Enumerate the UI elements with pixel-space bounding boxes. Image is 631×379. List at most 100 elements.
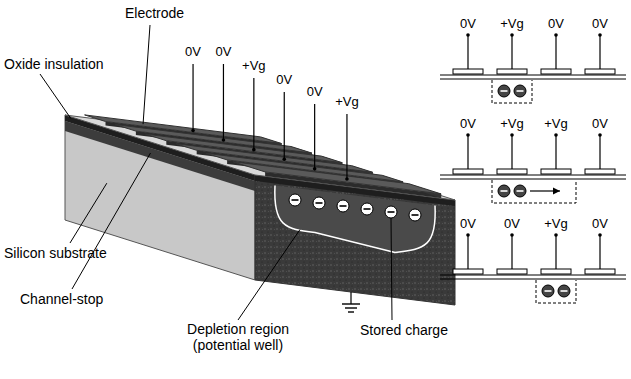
oxide-line (440, 179, 626, 180)
electrode-lead (555, 135, 556, 169)
voltage-label: 0V (215, 45, 231, 60)
voltage-label: +Vg (500, 117, 524, 132)
ground-symbol (348, 311, 354, 312)
electrode-section (497, 69, 527, 74)
lead-contact (598, 133, 602, 137)
part-label: Depletion region (potential well) (174, 321, 302, 353)
voltage-label: 0V (592, 217, 608, 232)
voltage-label: +Vg (544, 117, 568, 132)
oxide-line (440, 279, 626, 280)
voltage-label: 0V (460, 117, 476, 132)
electrode-section (453, 269, 483, 274)
voltage-label: +Vg (500, 17, 524, 32)
electron-minus (501, 90, 508, 92)
electrode-lead (599, 35, 600, 69)
ground-wire (350, 292, 351, 304)
electrode-lead (192, 64, 193, 130)
oxide-top-face (65, 115, 455, 200)
substrate-surface (440, 74, 626, 75)
part-label: Stored charge (360, 322, 448, 338)
electrode-section (497, 269, 527, 274)
electron (313, 197, 325, 209)
voltage-label: +Vg (335, 95, 359, 110)
lead-contact (313, 167, 317, 171)
electron-minus (412, 214, 419, 216)
potential-well (536, 280, 576, 303)
electron (498, 85, 510, 97)
electrode-lead (599, 135, 600, 169)
voltage-label: 0V (460, 17, 476, 32)
electron-minus (561, 290, 568, 292)
electrode-lead (511, 35, 512, 69)
lead-contact (554, 233, 558, 237)
lead-contact (222, 138, 226, 142)
electrode-section (453, 169, 483, 174)
electrode-lead (346, 114, 347, 179)
electrode-lead (314, 104, 315, 169)
lead-contact (345, 177, 349, 181)
electron (514, 85, 526, 97)
voltage-label: 0V (460, 217, 476, 232)
electron (385, 206, 397, 218)
transfer-arrow (530, 190, 560, 191)
part-label: Channel-stop (20, 291, 103, 307)
electrode-strip (233, 162, 441, 194)
voltage-label: +Vg (242, 59, 266, 74)
electron-minus (292, 199, 299, 201)
lead-contact (598, 33, 602, 37)
electrode-section (541, 169, 571, 174)
electrode-section (585, 69, 615, 74)
depletion-region (275, 186, 435, 253)
voltage-label: 0V (548, 17, 564, 32)
potential-well (492, 180, 576, 203)
voltage-label: 0V (504, 217, 520, 232)
electron (558, 285, 570, 297)
electrode-lead (599, 235, 600, 269)
electron-minus (364, 208, 371, 210)
lead-contact (191, 129, 195, 133)
electrode-section (497, 169, 527, 174)
electrode-section (453, 69, 483, 74)
electron-minus (340, 205, 347, 207)
voltage-label: +Vg (544, 217, 568, 232)
leader-line (143, 25, 150, 124)
electron (289, 194, 301, 206)
lead-contact (282, 157, 286, 161)
part-label: Electrode (125, 5, 184, 21)
electrode-section (585, 169, 615, 174)
lead-contact (466, 233, 470, 237)
electrode-section (585, 269, 615, 274)
voltage-label: 0V (592, 117, 608, 132)
electron-minus (388, 211, 395, 213)
electrode-lead (467, 235, 468, 269)
oxide-line (440, 79, 626, 80)
substrate-surface (440, 174, 626, 175)
electron (409, 209, 421, 221)
lead-contact (598, 233, 602, 237)
electrode-lead (555, 235, 556, 269)
lead-contact (466, 133, 470, 137)
electrode-lead (467, 135, 468, 169)
ground-symbol (345, 307, 357, 308)
electron (542, 285, 554, 297)
voltage-label: 0V (276, 73, 292, 88)
ground-symbol (342, 303, 360, 304)
electron (514, 185, 526, 197)
leader-line (72, 153, 151, 289)
electrode-lead (467, 35, 468, 69)
substrate-surface (440, 274, 626, 275)
electrode-lead (253, 78, 254, 150)
lead-contact (510, 233, 514, 237)
leader-line (70, 183, 107, 243)
lead-contact (252, 148, 256, 152)
electron-minus (545, 290, 552, 292)
leader-line (238, 230, 300, 321)
electrode-section (541, 69, 571, 74)
electrode-lead (223, 64, 224, 140)
electron-minus (316, 202, 323, 204)
lead-contact (510, 33, 514, 37)
lead-contact (554, 33, 558, 37)
electron-minus (517, 90, 524, 92)
voltage-label: 0V (592, 17, 608, 32)
